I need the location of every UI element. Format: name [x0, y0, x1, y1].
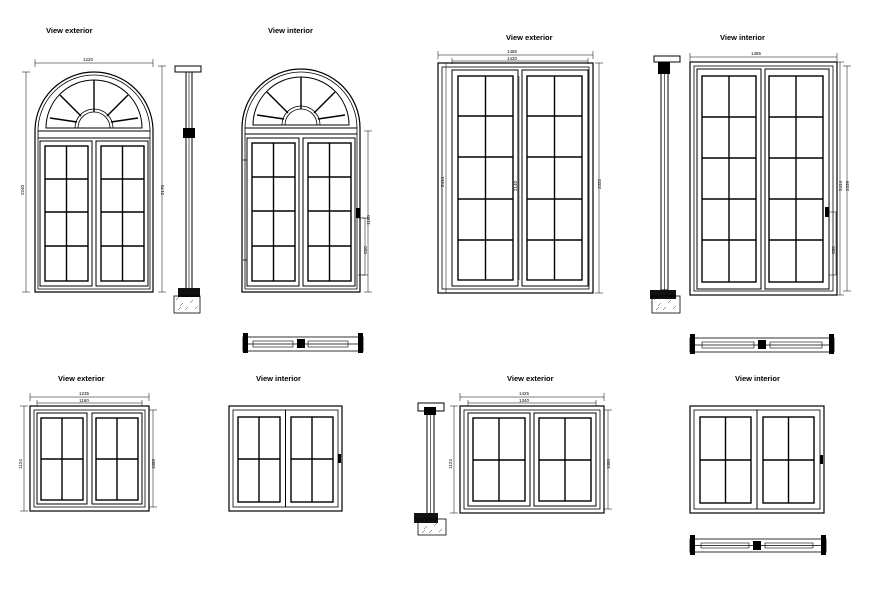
view-2-label: View interior: [268, 26, 313, 35]
medium-window-vertical-section: [414, 402, 447, 536]
double-door-interior-elevation: 1485 2414 2339 620: [689, 51, 851, 296]
dimension-label: 1160: [79, 398, 89, 403]
view-8-label: View interior: [735, 374, 780, 383]
dimension-label: 1425: [519, 391, 530, 396]
arched-window-plan-section: [242, 333, 364, 353]
dimension-label: 1340: [519, 398, 530, 403]
double-door-vertical-section: [650, 55, 681, 314]
view-5-label: View exterior: [58, 374, 105, 383]
arched-window-interior-elevation: 1100 620: [241, 68, 372, 293]
dimension-label: 2140: [513, 180, 518, 191]
dimension-label: 1220: [83, 57, 94, 62]
dimension-label: 1485: [751, 51, 762, 56]
double-door-plan-section: [689, 334, 835, 354]
dimension-label: 2414: [440, 176, 445, 187]
dimension-label: 1235: [79, 391, 90, 396]
dimension-label: 2170: [160, 184, 165, 195]
arched-window-vertical-section: [173, 65, 202, 314]
dimension-label: 1080: [606, 458, 611, 469]
dimension-label: 1080: [151, 458, 156, 469]
dimension-label: 620: [831, 246, 836, 254]
medium-window-exterior-elevation: 1425 1340 1124 1080: [448, 391, 612, 514]
arched-window-exterior-elevation: 1220 2240 2170: [20, 57, 166, 293]
view-3-label: View exterior: [506, 33, 553, 42]
dimension-label: 2332: [597, 178, 602, 189]
medium-window-plan-section: [689, 535, 827, 555]
small-window-exterior-elevation: 1235 1160 1124 1080: [18, 391, 157, 512]
dimension-label: 2339: [845, 180, 850, 191]
view-1-label: View exterior: [46, 26, 93, 35]
dimension-label: 2414: [838, 180, 843, 191]
medium-window-interior-elevation: [689, 405, 825, 514]
dimension-label: 620: [363, 246, 368, 254]
view-7-label: View exterior: [507, 374, 554, 383]
dimension-label: 1420: [507, 56, 518, 61]
double-door-exterior-elevation: 1485 1420 2414 2140 2332: [437, 49, 603, 294]
view-4-label: View interior: [720, 33, 765, 42]
view-6-label: View interior: [256, 374, 301, 383]
small-window-interior-elevation: [228, 405, 343, 512]
dimension-label: 1485: [507, 49, 518, 54]
dimension-label: 1124: [448, 459, 453, 469]
dimension-label: 1100: [366, 215, 371, 225]
dimension-label: 1124: [18, 459, 23, 469]
dimension-label: 2240: [20, 184, 25, 195]
